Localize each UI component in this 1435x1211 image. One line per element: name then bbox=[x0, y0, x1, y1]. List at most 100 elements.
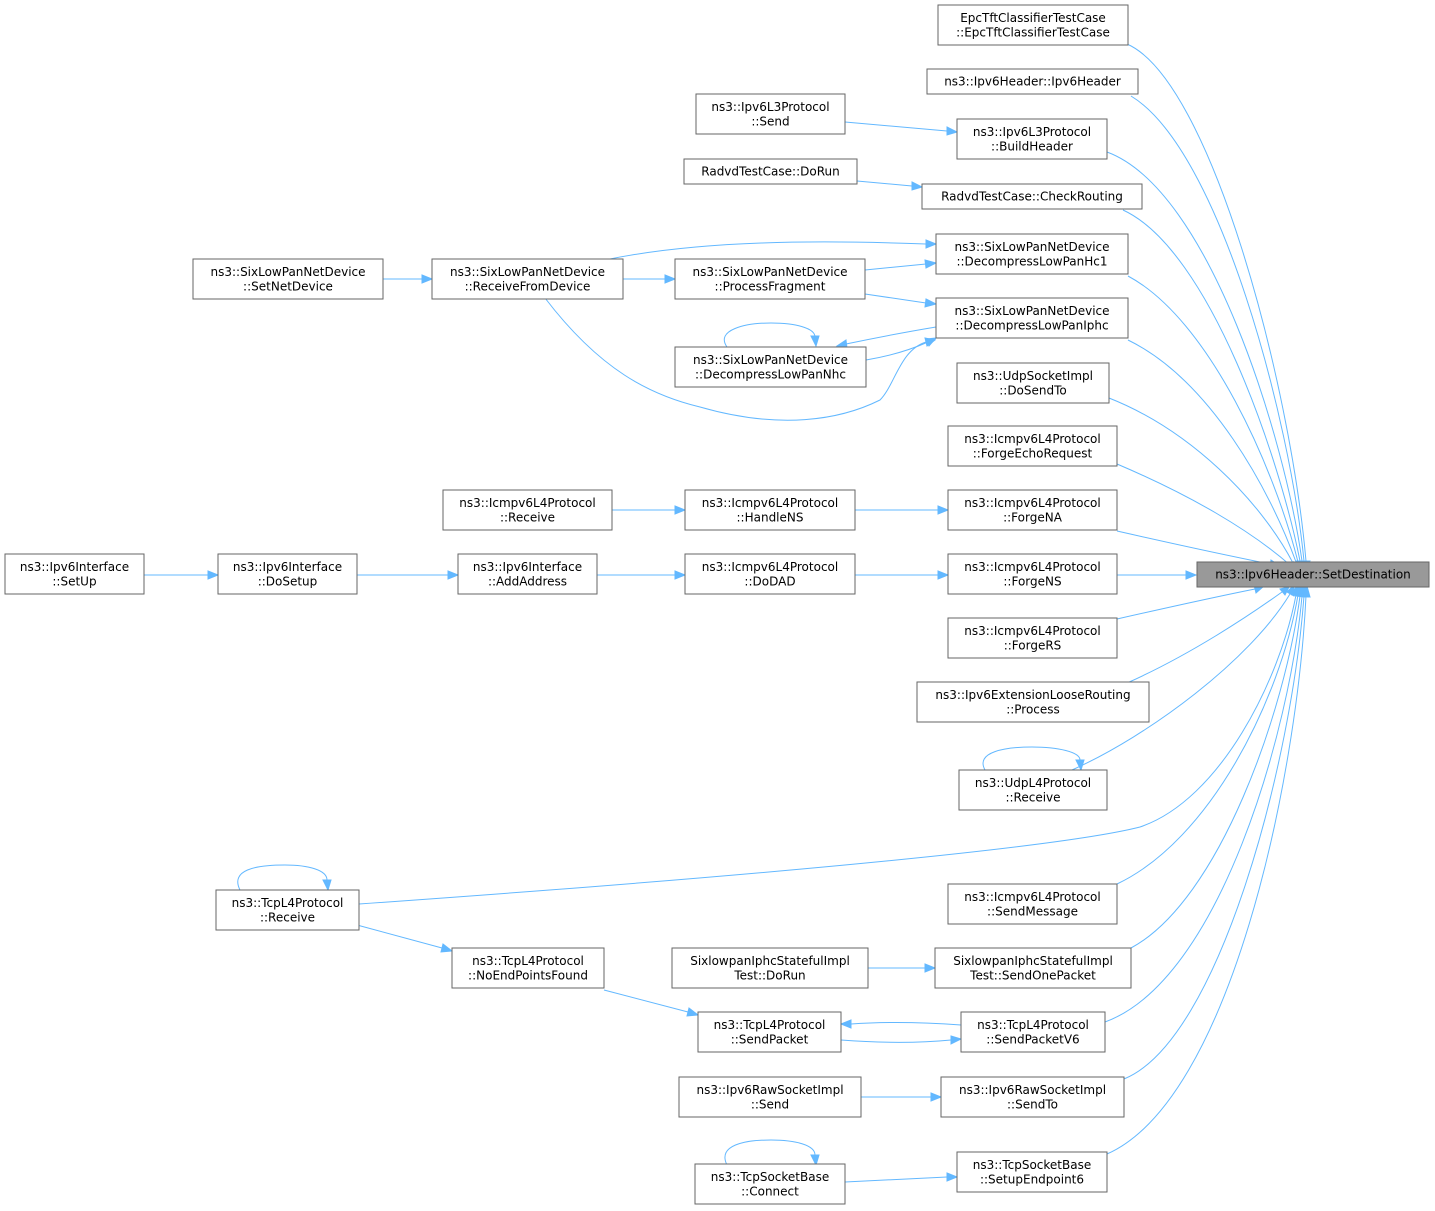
node-label-line: Test::SendOnePacket bbox=[969, 968, 1096, 982]
node-box bbox=[926, 68, 1139, 95]
node-label-line: ::ForgeNS bbox=[1003, 574, 1061, 588]
node-sixlowpan-iphc[interactable]: ns3::SixLowPanNetDevice::DecompressLowPa… bbox=[935, 297, 1129, 339]
node-tcpl4-noendpoints[interactable]: ns3::TcpL4Protocol::NoEndPointsFound bbox=[451, 947, 605, 989]
node-label-line: ::DoDAD bbox=[744, 574, 795, 588]
node-radvd-checkrouting[interactable]: RadvdTestCase::CheckRouting bbox=[921, 183, 1143, 210]
edge-nhc-self-loop bbox=[723, 322, 820, 348]
node-sixlowpan-iphc-sendone[interactable]: SixlowpanIphcStatefulImplTest::SendOnePa… bbox=[934, 947, 1132, 989]
edge-connect-to-setupendpoint6 bbox=[844, 1172, 959, 1183]
node-box bbox=[956, 118, 1108, 160]
node-box bbox=[947, 883, 1118, 925]
edge-processfragment-to-hc1 bbox=[864, 259, 938, 271]
edge-dodad-to-forgens bbox=[855, 570, 950, 580]
node-sixlowpan-hc1[interactable]: ns3::SixLowPanNetDevice::DecompressLowPa… bbox=[935, 233, 1129, 275]
node-tcpl4-sendpacket[interactable]: ns3::TcpL4Protocol::SendPacket bbox=[697, 1011, 842, 1053]
node-icmpv6-receive[interactable]: ns3::Icmpv6L4Protocol::Receive bbox=[442, 489, 613, 531]
node-box bbox=[451, 947, 605, 989]
node-icmpv6-forgena[interactable]: ns3::Icmpv6L4Protocol::ForgeNA bbox=[947, 489, 1118, 531]
edge-l3send-to-buildheader bbox=[844, 121, 959, 136]
node-box bbox=[921, 183, 1143, 210]
node-label-line: ::Receive bbox=[260, 910, 315, 924]
node-ipv6if-dosetup[interactable]: ns3::Ipv6Interface::DoSetup bbox=[217, 553, 358, 595]
node-label-line: ::Process bbox=[1006, 702, 1060, 716]
node-label-line: Test::DoRun bbox=[733, 968, 805, 982]
edge-radvd-dorun-to-checkrouting bbox=[856, 180, 924, 191]
node-ipv6header-ctor[interactable]: ns3::Ipv6Header::Ipv6Header bbox=[926, 68, 1139, 95]
node-box bbox=[684, 489, 856, 531]
node-icmpv6-forgens[interactable]: ns3::Icmpv6L4Protocol::ForgeNS bbox=[947, 553, 1118, 595]
node-label-line: ::Connect bbox=[741, 1184, 799, 1198]
edge-setup-to-dosetup bbox=[144, 570, 220, 580]
edge-rawsendto-to-setdestination bbox=[1123, 584, 1309, 1080]
node-epc-tft[interactable]: EpcTftClassifierTestCase::EpcTftClassifi… bbox=[937, 4, 1129, 46]
edge-addaddress-to-dodad bbox=[597, 570, 687, 580]
node-label-line: ns3::Ipv6Interface bbox=[20, 560, 129, 574]
node-label-line: ::DecompressLowPanNhc bbox=[695, 367, 846, 381]
node-icmpv6-handlens[interactable]: ns3::Icmpv6L4Protocol::HandleNS bbox=[684, 489, 856, 531]
node-label-line: ::Receive bbox=[1005, 790, 1060, 804]
node-label-line: ::BuildHeader bbox=[991, 139, 1073, 153]
node-sixlowpan-setnetdevice[interactable]: ns3::SixLowPanNetDevice::SetNetDevice bbox=[192, 258, 384, 300]
edge-receivefromdevice-to-processfragment bbox=[623, 274, 677, 284]
edge-forgeecho-to-setdestination bbox=[1116, 463, 1294, 574]
node-box bbox=[215, 889, 360, 931]
node-label-line: ::ForgeNA bbox=[1003, 510, 1063, 524]
node-label-line: ns3::Ipv6ExtensionLooseRouting bbox=[935, 688, 1130, 702]
node-box bbox=[956, 362, 1110, 404]
node-label-line: ns3::TcpL4Protocol bbox=[232, 896, 344, 910]
node-tcpl4-sendpacketv6[interactable]: ns3::TcpL4Protocol::SendPacketV6 bbox=[960, 1011, 1106, 1053]
node-ext-looserouting[interactable]: ns3::Ipv6ExtensionLooseRouting::Process bbox=[916, 681, 1150, 723]
node-sixlowpan-processfragment[interactable]: ns3::SixLowPanNetDevice::ProcessFragment bbox=[674, 258, 866, 300]
node-tcpsocket-connect[interactable]: ns3::TcpSocketBase::Connect bbox=[694, 1163, 846, 1205]
node-icmpv6-forgers[interactable]: ns3::Icmpv6L4Protocol::ForgeRS bbox=[947, 617, 1118, 659]
node-box bbox=[947, 553, 1118, 595]
node-box bbox=[192, 258, 384, 300]
node-box bbox=[4, 553, 145, 595]
node-rawsocket-send[interactable]: ns3::Ipv6RawSocketImpl::Send bbox=[678, 1076, 862, 1118]
node-label-line: ns3::Icmpv6L4Protocol bbox=[964, 560, 1100, 574]
node-l3-buildheader[interactable]: ns3::Ipv6L3Protocol::BuildHeader bbox=[956, 118, 1108, 160]
node-icmpv6-sendmessage[interactable]: ns3::Icmpv6L4Protocol::SendMessage bbox=[947, 883, 1118, 925]
node-box bbox=[947, 489, 1118, 531]
node-label-line: ::SendPacket bbox=[731, 1032, 809, 1046]
node-rawsocket-sendto[interactable]: ns3::Ipv6RawSocketImpl::SendTo bbox=[940, 1076, 1125, 1118]
node-udpl4-receive[interactable]: ns3::UdpL4Protocol::Receive bbox=[958, 769, 1108, 811]
edge-tcpl4receive-to-noendpoints bbox=[356, 924, 454, 953]
node-label-line: ns3::Icmpv6L4Protocol bbox=[964, 890, 1100, 904]
node-label-line: ::ReceiveFromDevice bbox=[465, 279, 591, 293]
node-box bbox=[958, 769, 1108, 811]
node-radvd-dorun[interactable]: RadvdTestCase::DoRun bbox=[683, 158, 858, 185]
node-box bbox=[694, 1163, 846, 1205]
node-label-line: ::SendTo bbox=[1007, 1097, 1058, 1111]
node-label-line: ns3::Ipv6Interface bbox=[473, 560, 582, 574]
node-l3-send[interactable]: ns3::Ipv6L3Protocol::Send bbox=[695, 93, 846, 135]
node-box bbox=[678, 1076, 862, 1118]
node-box bbox=[947, 617, 1118, 659]
node-label-line: ns3::SixLowPanNetDevice bbox=[692, 265, 847, 279]
edge-sendpacketv6-to-setdestination bbox=[1104, 584, 1307, 1023]
node-ipv6if-setup[interactable]: ns3::Ipv6Interface::SetUp bbox=[4, 553, 145, 595]
node-label-line: ::DoSetup bbox=[258, 574, 318, 588]
node-label-line: ns3::Icmpv6L4Protocol bbox=[702, 560, 838, 574]
edge-tcpl4receive-to-setdestination bbox=[358, 583, 1301, 905]
node-sixlowpan-nhc[interactable]: ns3::SixLowPanNetDevice::DecompressLowPa… bbox=[674, 346, 867, 388]
node-tcpsocket-setupendpoint6[interactable]: ns3::TcpSocketBase::SetupEndpoint6 bbox=[956, 1151, 1108, 1193]
edge-ipv6header-ctor-to-setdestination bbox=[1130, 95, 1309, 573]
node-ipv6if-addaddress[interactable]: ns3::Ipv6Interface::AddAddress bbox=[457, 553, 598, 595]
node-icmpv6-forgeecho[interactable]: ns3::Icmpv6L4Protocol::ForgeEchoRequest bbox=[947, 425, 1118, 467]
node-label-line: ns3::TcpL4Protocol bbox=[714, 1018, 826, 1032]
node-icmpv6-dodad[interactable]: ns3::Icmpv6L4Protocol::DoDAD bbox=[684, 553, 856, 595]
edge-udpl4receive-self-loop bbox=[982, 746, 1085, 772]
edge-nhc-to-iphc bbox=[865, 337, 938, 361]
edges-layer bbox=[144, 43, 1311, 1183]
node-box bbox=[431, 258, 624, 300]
node-tcpl4-receive[interactable]: ns3::TcpL4Protocol::Receive bbox=[215, 889, 360, 931]
node-udpsocket-dosendto[interactable]: ns3::UdpSocketImpl::DoSendTo bbox=[956, 362, 1110, 404]
node-label-line: ::DecompressLowPanIphc bbox=[955, 318, 1108, 332]
node-label-line: ns3::SixLowPanNetDevice bbox=[693, 353, 848, 367]
edge-dosetup-to-addaddress bbox=[357, 570, 460, 580]
node-label-line: ns3::Icmpv6L4Protocol bbox=[964, 496, 1100, 510]
node-sixlowpan-receivefromdevice[interactable]: ns3::SixLowPanNetDevice::ReceiveFromDevi… bbox=[431, 258, 624, 300]
edge-setupendpoint6-to-setdestination bbox=[1106, 584, 1311, 1155]
